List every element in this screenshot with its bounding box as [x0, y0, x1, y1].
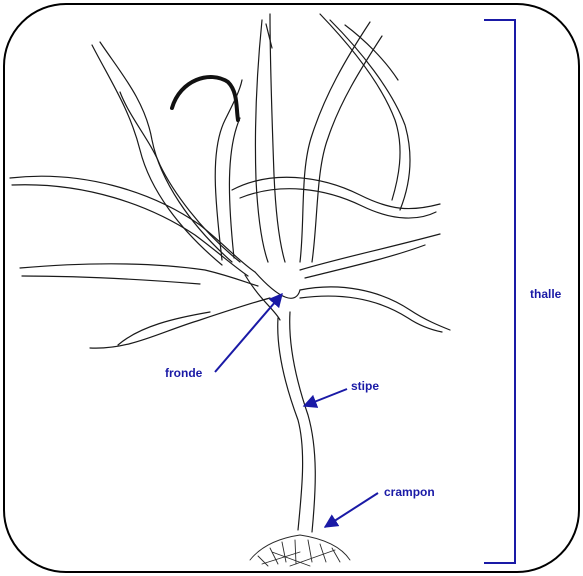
fronde-arrow: [215, 294, 282, 372]
label-crampon: crampon: [384, 485, 435, 499]
stipe-arrow: [304, 389, 347, 406]
label-fronde: fronde: [165, 366, 203, 380]
label-thalle: thalle: [530, 287, 562, 301]
label-stipe: stipe: [351, 379, 379, 393]
seaweed-illustration: [10, 14, 450, 566]
crampon-arrow: [325, 493, 378, 527]
diagram-frame: [4, 4, 579, 572]
thalle-bracket: [484, 20, 515, 563]
